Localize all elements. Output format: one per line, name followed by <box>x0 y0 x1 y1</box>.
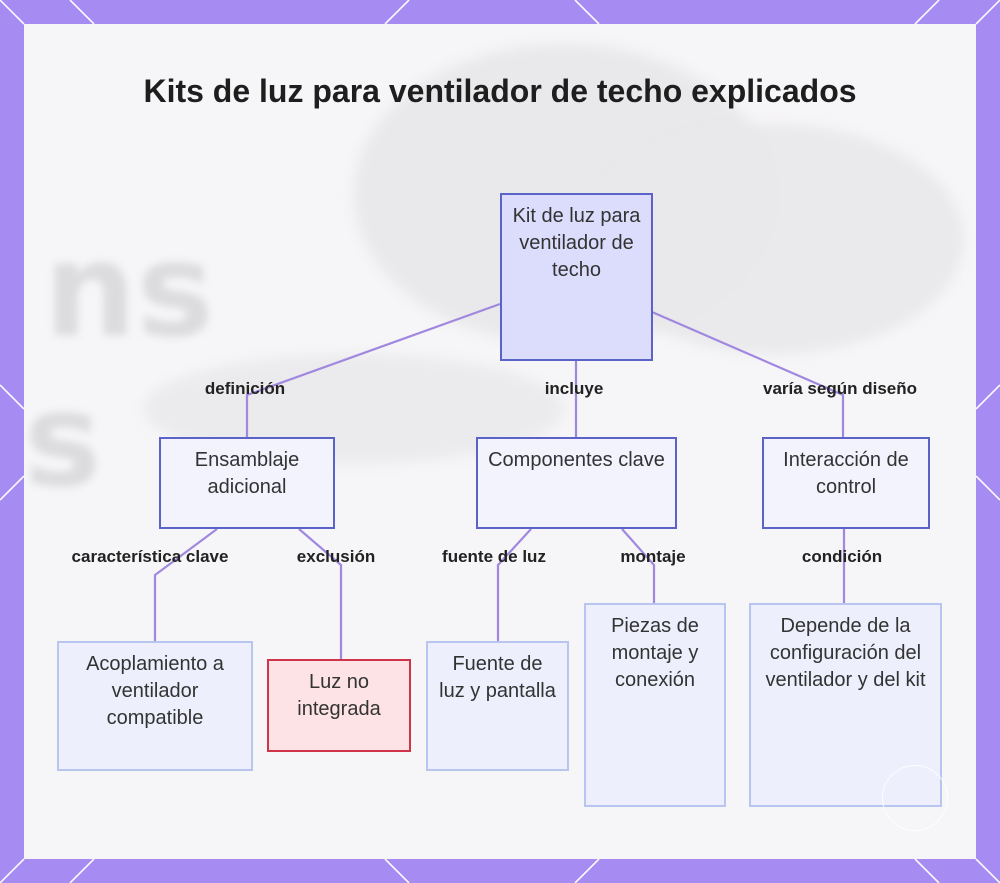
node-label: Acoplamiento a ventilador compatible <box>86 653 224 729</box>
edge-label-mounting: montaje <box>620 547 686 566</box>
edge-label-light-source: fuente de luz <box>442 547 546 566</box>
node-key-components: Componentes clave <box>476 437 677 529</box>
node-mounting-parts: Piezas de montaje y conexión <box>584 603 726 807</box>
edge-label-varies: varía según diseño <box>763 379 917 398</box>
node-light-source-shade: Fuente de luz y pantalla <box>426 641 569 771</box>
node-not-integrated: Luz no integrada <box>267 659 411 752</box>
node-label: Ensamblaje adicional <box>194 449 300 498</box>
node-root-label: Kit de luz para ventilador de techo <box>512 205 641 281</box>
diagram-title: Kits de luz para ventilador de techo exp… <box>143 73 857 109</box>
edge-label-exclusion: exclusión <box>296 547 376 566</box>
node-label: Fuente de luz y pantalla <box>439 653 556 702</box>
watermark-badge-icon <box>882 765 948 831</box>
edge-label-definition: definición <box>204 379 286 398</box>
node-label: Depende de la configuración del ventilad… <box>765 615 926 691</box>
node-control-interaction: Interacción de control <box>762 437 930 529</box>
background-watermark-text: ns <box>44 214 214 366</box>
edge-label-condition: condición <box>801 547 883 566</box>
background-watermark-text: s <box>24 364 102 516</box>
edge-label-key-feature: característica clave <box>71 547 229 566</box>
edge-label-includes: incluye <box>544 379 604 398</box>
node-compatible-coupling: Acoplamiento a ventilador compatible <box>57 641 253 771</box>
node-additional-assembly: Ensamblaje adicional <box>159 437 335 529</box>
node-label: Luz no integrada <box>297 671 381 720</box>
node-root-kit: Kit de luz para ventilador de techo <box>500 193 653 361</box>
node-label: Interacción de control <box>783 449 909 498</box>
node-label: Componentes clave <box>488 449 665 471</box>
node-label: Piezas de montaje y conexión <box>611 615 699 691</box>
